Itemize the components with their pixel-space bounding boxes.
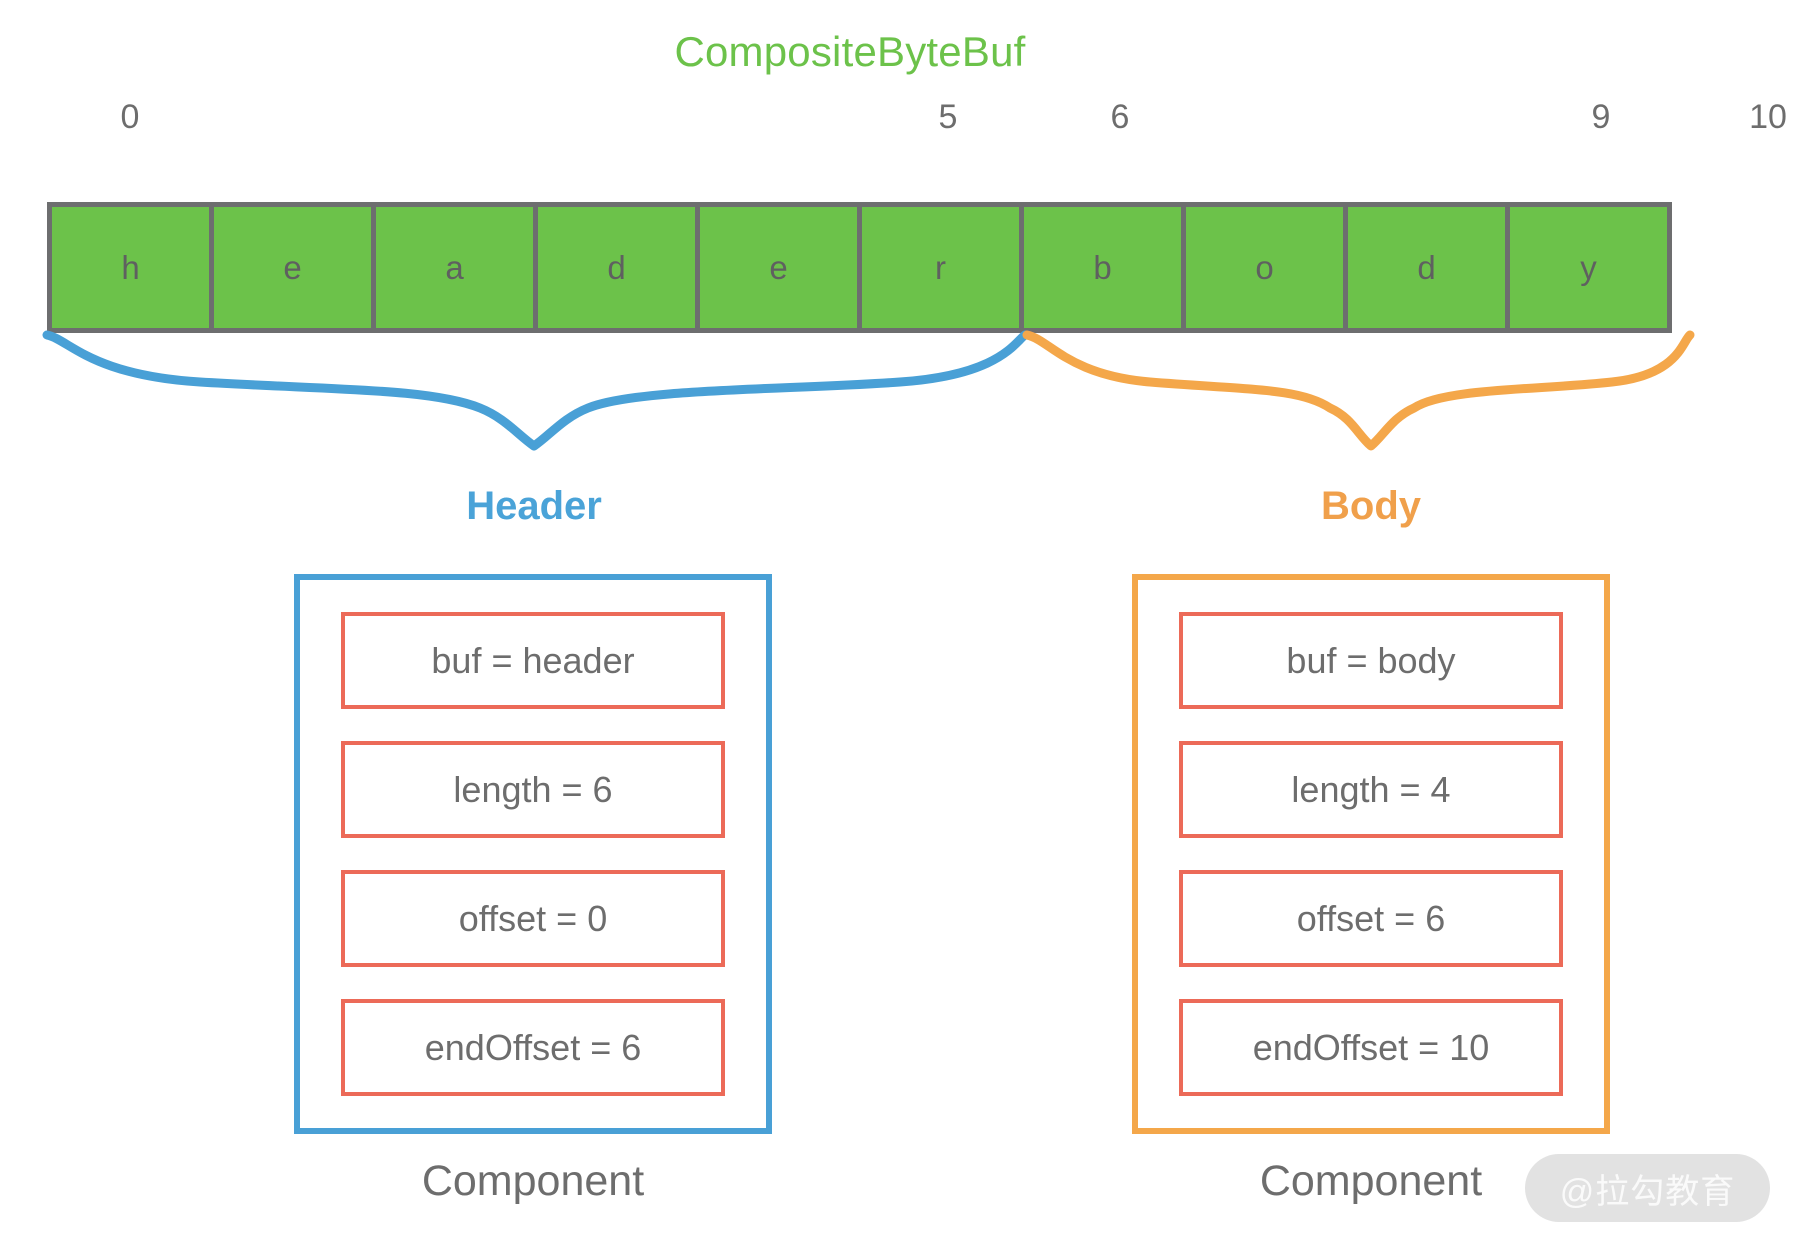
ruler-tick-0: 0 (120, 98, 140, 136)
byte-cell: y (1510, 207, 1667, 328)
field-offset: offset = 6 (1179, 870, 1563, 967)
field-endoffset: endOffset = 10 (1179, 999, 1563, 1096)
segment-label-header: Header (466, 484, 602, 528)
byte-cell: d (1348, 207, 1505, 328)
ruler-tick-5: 5 (938, 98, 958, 136)
header-component-caption: Component (421, 1157, 645, 1205)
header-brace-icon (42, 330, 1030, 451)
composite-byte-buffer-bar: h e a d e r b o d y (47, 202, 1672, 333)
body-component-caption: Component (1259, 1157, 1483, 1205)
field-offset: offset = 0 (341, 870, 725, 967)
segment-braces (42, 330, 1695, 451)
byte-cell: r (862, 207, 1019, 328)
header-component-box: buf = header length = 6 offset = 0 endOf… (294, 574, 772, 1134)
ruler-tick-6: 6 (1110, 98, 1130, 136)
field-length: length = 4 (1179, 741, 1563, 838)
byte-cell: e (214, 207, 371, 328)
ruler-tick-10: 10 (1749, 98, 1787, 136)
body-component-box: buf = body length = 4 offset = 6 endOffs… (1132, 574, 1610, 1134)
byte-cell: e (700, 207, 857, 328)
field-endoffset: endOffset = 6 (341, 999, 725, 1096)
byte-cell: a (376, 207, 533, 328)
body-brace-icon (1022, 330, 1695, 451)
watermark-badge: @拉勾教育 (1525, 1154, 1770, 1222)
byte-cell: d (538, 207, 695, 328)
byte-cell: h (52, 207, 209, 328)
segment-label-body: Body (1321, 484, 1421, 528)
ruler-tick-9: 9 (1591, 98, 1611, 136)
field-buf: buf = body (1179, 612, 1563, 709)
page-title: CompositeByteBuf (674, 28, 1026, 75)
field-length: length = 6 (341, 741, 725, 838)
byte-cell: b (1024, 207, 1181, 328)
byte-cell: o (1186, 207, 1343, 328)
field-buf: buf = header (341, 612, 725, 709)
